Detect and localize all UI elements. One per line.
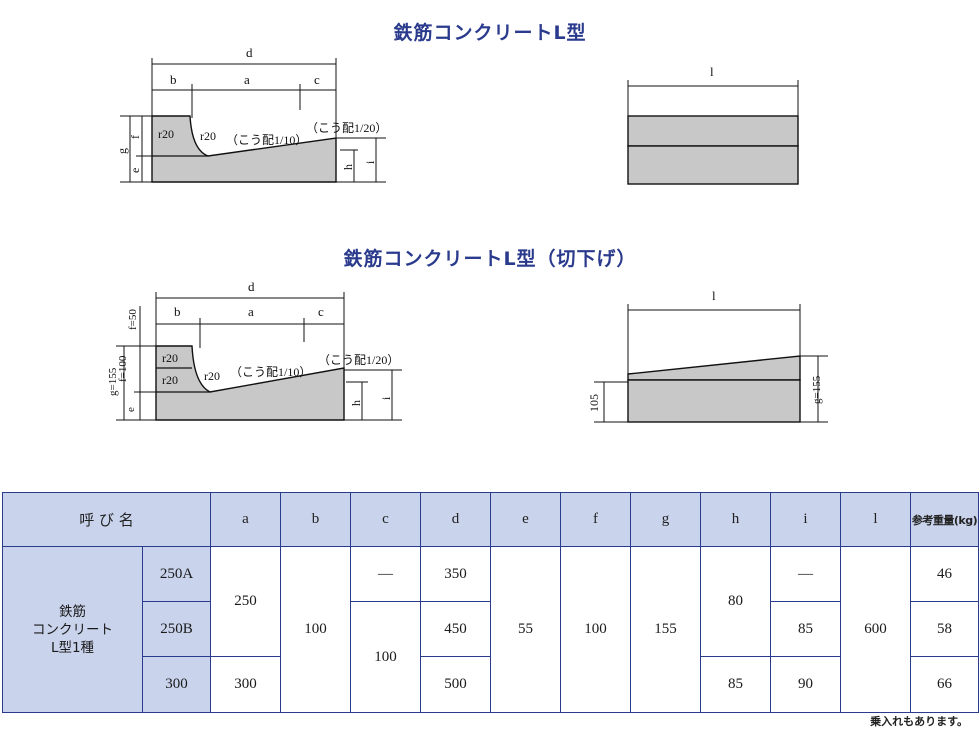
cell-a-300: 300 <box>210 656 282 713</box>
cell-f: 100 <box>560 546 632 713</box>
svg-text:（こう配1/20）: （こう配1/20） <box>306 121 387 135</box>
header-weight: 参考重量(kg) <box>910 492 980 547</box>
table-row-250b: 250B 100 450 85 58 <box>3 601 980 713</box>
svg-text:（こう配1/10）: （こう配1/10） <box>226 133 307 147</box>
svg-text:l: l <box>710 64 714 79</box>
svg-text:r20: r20 <box>158 127 174 141</box>
header-d: d <box>420 492 492 547</box>
svg-text:d: d <box>248 279 255 294</box>
header-g: g <box>630 492 702 547</box>
type-300: 300 <box>141 656 212 713</box>
svg-text:f=100: f=100 <box>117 355 129 382</box>
header-l: l <box>840 492 912 547</box>
svg-text:r20: r20 <box>200 129 216 143</box>
cell-weight-300: 66 <box>910 656 980 713</box>
cell-d-300: 500 <box>420 656 492 713</box>
svg-text:a: a <box>248 304 254 319</box>
title-main: 鉄筋コンクリートL型 <box>393 22 587 44</box>
svg-text:h: h <box>341 164 355 170</box>
table-header-row: 呼 び 名 a b c d e f g h i l 参考重量(kg) <box>1 492 980 547</box>
svg-text:r20: r20 <box>162 373 178 387</box>
cell-h-300: 85 <box>700 656 772 713</box>
diagram-l-type-side: l <box>627 64 799 185</box>
cell-weight-250a: 46 <box>910 546 980 602</box>
cell-i-250b: 85 <box>770 601 842 657</box>
svg-text:b: b <box>174 304 181 319</box>
cell-b: 100 <box>280 546 352 713</box>
svg-text:i: i <box>379 396 393 400</box>
cell-d-250b: 450 <box>420 601 492 657</box>
cell-weight-250b: 58 <box>910 601 980 657</box>
svg-text:r20: r20 <box>204 369 220 383</box>
cell-i-300: 90 <box>770 656 842 713</box>
cell-d-250a: 350 <box>420 546 492 602</box>
svg-text:h: h <box>349 400 363 406</box>
type-250b: 250B <box>141 601 212 657</box>
cell-e: 55 <box>490 546 562 713</box>
header-f: f <box>560 492 632 547</box>
cell-a-250: 250 <box>210 546 282 657</box>
header-h: h <box>700 492 772 547</box>
svg-text:105: 105 <box>587 394 601 412</box>
svg-text:（こう配1/10）: （こう配1/10） <box>230 365 311 379</box>
svg-text:g=155: g=155 <box>811 375 823 404</box>
footnote: 乗入れもあります。 <box>870 715 968 728</box>
svg-text:l: l <box>712 288 716 303</box>
svg-text:e: e <box>128 168 142 173</box>
svg-text:c: c <box>314 72 320 87</box>
header-b: b <box>280 492 352 547</box>
cell-i-250a: — <box>770 546 842 602</box>
svg-text:d: d <box>246 45 253 60</box>
diagram-l-type-section: d b a c f g e h i r20 r20 （こう配1/10） （こう配… <box>115 45 387 183</box>
svg-text:g: g <box>115 148 129 154</box>
svg-text:（こう配1/20）: （こう配1/20） <box>318 353 399 367</box>
header-a: a <box>210 492 282 547</box>
svg-text:c: c <box>318 304 324 319</box>
type-250a: 250A <box>141 546 212 602</box>
diagram-cut-section: d b a c f=50 f=100 g=155 e h i r20 r20 r… <box>107 279 402 421</box>
cell-h-80: 80 <box>700 546 772 657</box>
diagram-cut-side: l 105 g=155 <box>587 288 828 423</box>
svg-text:a: a <box>244 72 250 87</box>
cell-g: 155 <box>630 546 702 713</box>
header-name: 呼 び 名 <box>1 492 212 547</box>
svg-text:g=155: g=155 <box>107 367 119 396</box>
cell-c-100: 100 <box>350 601 422 713</box>
cell-c-250a: — <box>350 546 422 602</box>
svg-text:f: f <box>128 135 142 139</box>
header-i: i <box>770 492 842 547</box>
svg-text:e: e <box>125 407 137 412</box>
svg-text:f=50: f=50 <box>127 309 139 330</box>
spec-table: 呼 び 名 a b c d e f g h i l 参考重量(kg) 鉄筋 コン… <box>1 492 980 713</box>
header-e: e <box>490 492 562 547</box>
product-name: 鉄筋 コンクリート L型1種 <box>2 546 143 713</box>
svg-text:b: b <box>170 72 177 87</box>
table-row-250a: 鉄筋 コンクリート L型1種 250A 250 100 — 350 55 100… <box>2 546 980 713</box>
cell-l: 600 <box>840 546 912 713</box>
header-c: c <box>350 492 422 547</box>
svg-text:r20: r20 <box>162 351 178 365</box>
svg-text:i: i <box>363 160 377 164</box>
table-row-300: 300 300 500 85 90 66 <box>3 656 980 713</box>
title-cut: 鉄筋コンクリートL型（切下げ） <box>343 248 637 270</box>
